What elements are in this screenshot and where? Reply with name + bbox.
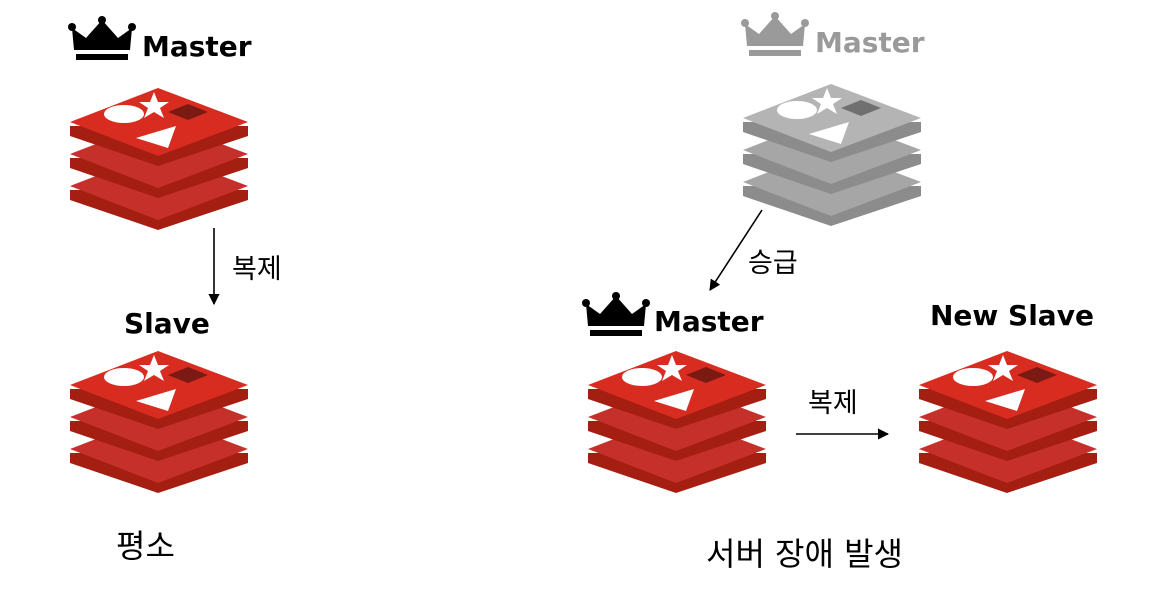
master-label: Master (142, 30, 252, 63)
crown-icon (582, 292, 650, 336)
redis-logo-icon (70, 351, 248, 493)
redis-logo-icon (588, 351, 766, 493)
failure-caption: 서버 장애 발생 (706, 535, 903, 573)
replicate-arrow (208, 228, 220, 306)
new-master-label: Master (654, 305, 764, 338)
normal-caption: 평소 (116, 527, 175, 565)
replicate-arrow (796, 428, 890, 440)
replicate-label: 복제 (808, 388, 858, 419)
redis-logo-icon (743, 84, 921, 226)
old-master-label: Master (815, 26, 925, 59)
replicate-label: 복제 (232, 254, 282, 285)
crown-icon (741, 12, 809, 56)
redis-logo-icon (919, 351, 1097, 493)
crown-icon (68, 16, 136, 60)
redis-logo-icon (70, 88, 248, 230)
new-slave-label: New Slave (930, 299, 1094, 332)
slave-label: Slave (124, 307, 210, 340)
promote-arrow (709, 209, 763, 291)
promote-label: 승급 (748, 248, 798, 279)
